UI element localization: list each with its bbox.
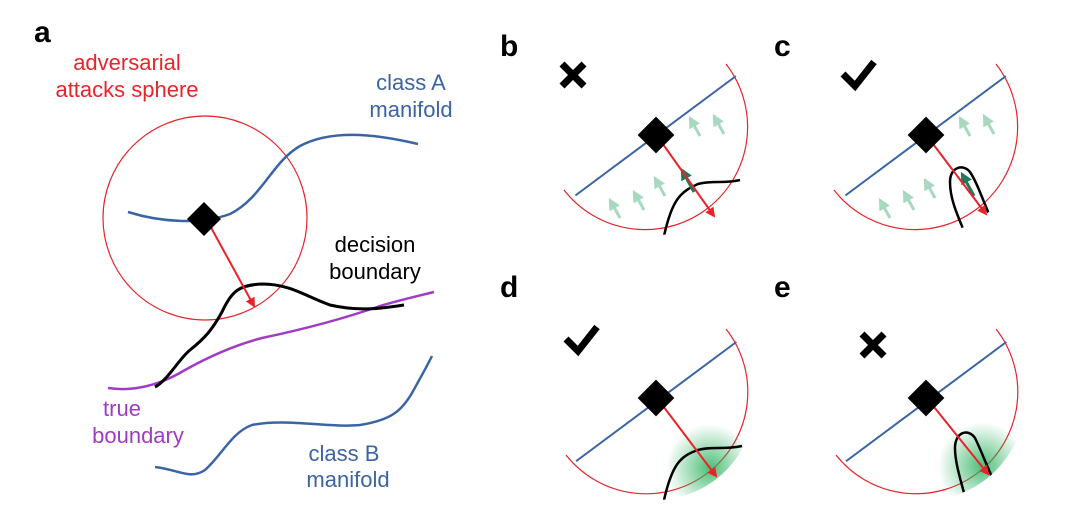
check-icon <box>840 59 877 92</box>
data-point-marker <box>637 116 675 154</box>
data-point-marker <box>907 116 945 154</box>
attack-arrow <box>659 139 716 218</box>
adversarial-sphere <box>102 115 308 321</box>
class-a-label-line2: manifold <box>369 97 452 122</box>
decision-label-line1: decision <box>335 232 416 257</box>
gradient-arrows <box>878 113 996 219</box>
gradient-arrows <box>608 113 726 219</box>
panel-e: e <box>774 271 1025 500</box>
class-b-label-line2: manifold <box>306 467 389 492</box>
adversarial-label-line2: attacks sphere <box>55 77 198 102</box>
panel-b: b <box>500 30 749 235</box>
panel-letter-a: a <box>34 16 51 49</box>
decision-label-line2: boundary <box>329 259 421 284</box>
panel-d: d <box>500 271 754 500</box>
smoothing-region <box>938 422 1025 500</box>
smoothing-region <box>666 424 754 500</box>
class-b-label-line1: class B <box>309 441 380 466</box>
panel-c: c <box>774 30 1019 235</box>
true-boundary-label-line2: boundary <box>92 423 184 448</box>
data-point-marker <box>637 379 675 417</box>
attack-arrow <box>929 401 990 476</box>
decision-boundary <box>662 444 743 500</box>
gradient-arrow-strong <box>960 171 976 197</box>
check-icon <box>563 324 600 357</box>
attack-arrow <box>207 221 255 308</box>
class-a-label-line1: class A <box>376 70 446 95</box>
panel-a: a adversarial attacks sphere class A man… <box>34 16 453 492</box>
decision-boundary <box>953 431 1002 500</box>
true-boundary-label-line1: true <box>103 396 141 421</box>
decision-boundary <box>154 282 405 389</box>
panel-letter-e: e <box>774 271 791 304</box>
class-b-manifold <box>154 355 434 476</box>
panel-letter-b: b <box>500 30 518 63</box>
data-point-marker <box>187 202 221 236</box>
data-point-marker <box>907 379 945 417</box>
attack-arrow <box>659 401 718 478</box>
panel-letter-d: d <box>500 271 518 304</box>
cross-icon <box>559 61 587 89</box>
class-a-manifold <box>127 133 419 223</box>
decision-boundary <box>948 166 998 235</box>
attack-arrow <box>929 139 988 216</box>
cross-icon <box>859 331 887 359</box>
panel-letter-c: c <box>774 30 791 63</box>
adversarial-label-line1: adversarial <box>73 50 181 75</box>
decision-boundary <box>662 178 741 235</box>
